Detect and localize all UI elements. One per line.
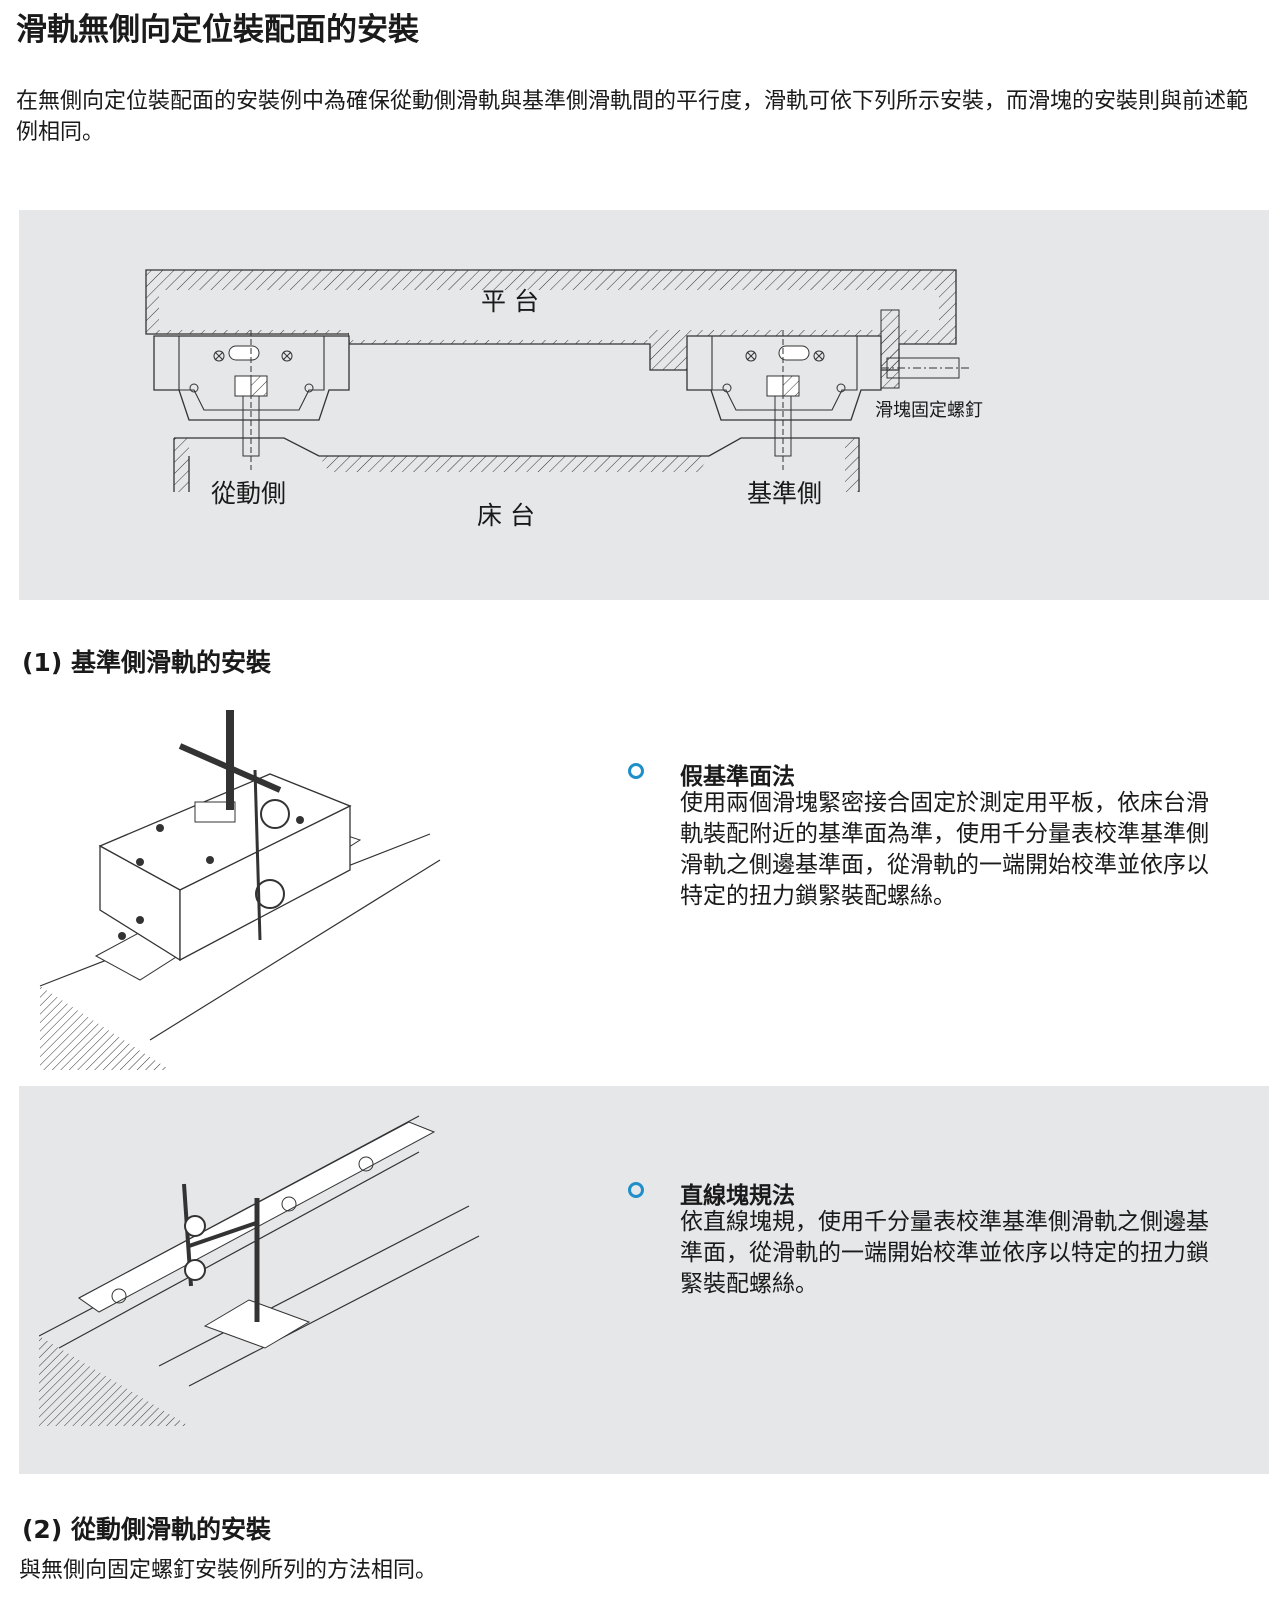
right-slider-block [686,309,969,470]
cross-section-diagram: 平 台 床 台 從動側 基準側 滑塊固定螺釘 [145,269,983,530]
dummy-reference-figure [39,710,441,1070]
section-2-heading: (2) 從動側滑軌的安裝 [22,1515,271,1544]
cross-section-panel: 平 台 床 台 從動側 基準側 滑塊固定螺釘 [19,210,1269,600]
intro-paragraph: 在無側向定位裝配面的安裝例中為確保從動側滑軌與基準側滑軌間的平行度，滑軌可依下列… [16,89,1249,145]
label-driven-side: 從動側 [211,479,286,508]
section-2-body: 與無側向固定螺釘安裝例所列的方法相同。 [19,1558,438,1583]
left-slider-block [153,330,350,470]
label-slider-screw: 滑塊固定螺釘 [875,400,983,421]
label-table: 平 台 [481,287,539,316]
label-reference-side: 基準側 [747,479,822,508]
ring-bullet-icon [628,1182,644,1198]
straight-edge-figure [39,1115,480,1426]
straight-edge-panel [19,1086,1269,1474]
method-body: 使用兩個滑塊緊密接合固定於測定用平板，依床台滑軌裝配附近的基準面為準，使用千分量… [680,790,1209,909]
method-body: 依直線塊規，使用千分量表校準基準側滑軌之側邊基準面，從滑軌的一端開始校準並依序以… [680,1209,1209,1297]
label-bed: 床 台 [477,501,535,530]
page-title: 滑軌無側向定位裝配面的安裝 [16,12,419,48]
method-title: 直線塊規法 [680,1183,795,1209]
section-1-heading: (1) 基準側滑軌的安裝 [22,648,271,677]
method-title: 假基準面法 [680,764,795,790]
ring-bullet-icon [628,763,644,779]
